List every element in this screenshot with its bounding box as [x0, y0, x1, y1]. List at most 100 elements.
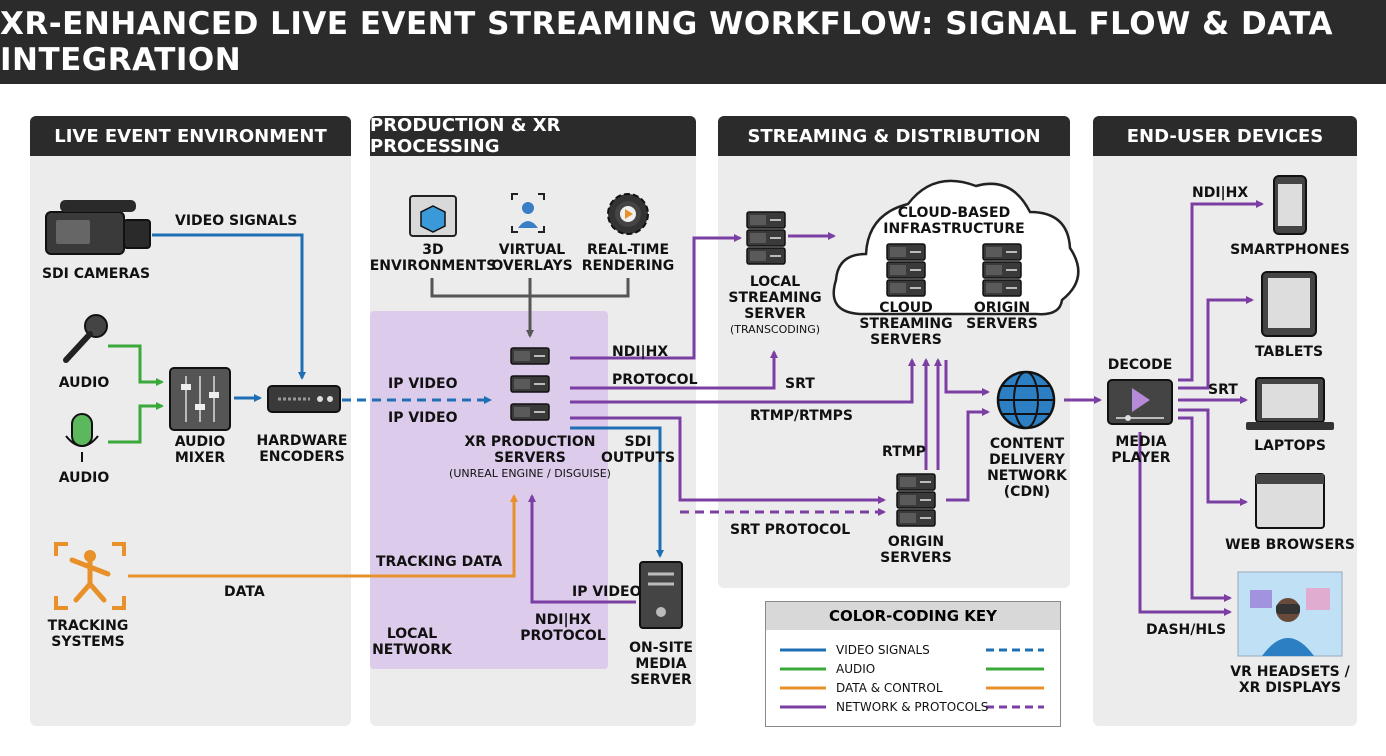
edge-label-rtmp: RTMP: [882, 444, 926, 460]
node-decode: DECODE: [1107, 357, 1173, 373]
smartphone-icon: [1273, 175, 1307, 235]
legend-item-data: DATA & CONTROL: [766, 680, 1060, 698]
legend-item-video: VIDEO SIGNALS: [766, 642, 1060, 660]
legend: COLOR-CODING KEY VIDEO SIGNALS AUDIO DAT…: [765, 601, 1061, 727]
tracking-icon: [54, 542, 126, 610]
node-web-browsers: WEB BROWSERS: [1225, 537, 1355, 553]
edge-xr-origin: [570, 416, 886, 504]
node-smartphones: SMARTPHONES: [1230, 242, 1350, 258]
edge-label-srt-protocol: SRT PROTOCOL: [730, 522, 851, 538]
edge-player-tablets: [1178, 296, 1254, 390]
edge-label-data: DATA: [224, 584, 265, 600]
globe-icon: [996, 370, 1056, 430]
vr-headset-icon: [1237, 571, 1343, 657]
tablet-icon: [1261, 271, 1317, 337]
panel-production-title: PRODUCTION & XR PROCESSING: [370, 116, 696, 157]
laptop-icon: [1246, 377, 1334, 430]
local-streaming-server-icon: [746, 211, 786, 265]
node-audio-2: AUDIO: [58, 470, 110, 486]
edge-onsite-xr: [528, 494, 636, 604]
edge-player-vr-2: [1138, 432, 1232, 616]
cloud-origin-servers-icon: [982, 243, 1022, 297]
edge-render-inputs: [430, 278, 630, 336]
page-title: XR-ENHANCED LIVE EVENT STREAMING WORKFLO…: [0, 0, 1386, 84]
person-frame-icon: [511, 193, 545, 233]
node-laptops: LAPTOPS: [1254, 438, 1326, 454]
gear-icon: [607, 193, 649, 235]
xr-server-icon: [510, 347, 550, 421]
camera-icon: [45, 200, 151, 255]
browser-window-icon: [1255, 473, 1325, 529]
edge-label-rtmp-rtmps: RTMP/RTMPS: [750, 408, 853, 424]
origin-servers-icon: [896, 473, 936, 527]
microphone-icon: [63, 314, 108, 363]
node-vr-headsets: VR HEADSETS /XR DISPLAYS: [1230, 664, 1350, 696]
edge-label-srt: SRT: [785, 376, 815, 392]
edge-label-ip-video-2: IP VIDEO: [388, 410, 458, 426]
panel-streaming-title: STREAMING & DISTRIBUTION: [718, 116, 1070, 156]
podcast-mic-icon: [65, 413, 99, 462]
edge-tracking-data: [128, 494, 518, 578]
edge-srt: [570, 350, 778, 390]
edge-player-browsers: [1178, 408, 1248, 506]
edge-label-ip-video-3: IP VIDEO: [572, 584, 642, 600]
edge-audio-1: [108, 344, 164, 386]
node-sdi-cameras: SDI CAMERAS: [41, 266, 151, 282]
legend-label-video: VIDEO SIGNALS: [836, 643, 930, 657]
edge-origin-cdn: [946, 408, 990, 502]
panel-live-event-title: LIVE EVENT ENVIRONMENT: [30, 116, 351, 156]
edge-ndi-hx: [570, 234, 742, 360]
cloud-streaming-servers-icon: [886, 243, 926, 297]
edge-rtmp-rtmps: [570, 358, 916, 404]
edge-label-srt-devices: SRT: [1208, 382, 1238, 398]
legend-label-data: DATA & CONTROL: [836, 681, 943, 695]
mixer-icon: [169, 367, 231, 431]
media-server-icon: [639, 561, 683, 629]
edge-label-dash-hls: DASH/HLS: [1146, 622, 1227, 638]
node-audio-1: AUDIO: [58, 375, 110, 391]
node-tablets: TABLETS: [1254, 344, 1324, 360]
edge-label-ip-video-1: IP VIDEO: [388, 376, 458, 392]
edge-player-smartphones: [1178, 200, 1264, 382]
legend-item-audio: AUDIO: [766, 661, 1060, 679]
cloud-icon: [832, 179, 1080, 316]
edge-label-video-signals: VIDEO SIGNALS: [175, 213, 298, 229]
panel-end-user-title: END-USER DEVICES: [1093, 116, 1357, 156]
legend-item-network: NETWORK & PROTOCOLS: [766, 699, 1060, 717]
edge-cloud-cdn: [944, 360, 990, 396]
edge-video-signals: [152, 233, 306, 380]
local-network-zone: [370, 311, 608, 669]
connections: [108, 200, 1264, 616]
media-player-icon: [1107, 379, 1173, 425]
edge-label-ndi-hx-devices: NDI|HX: [1192, 185, 1249, 201]
edge-audio-2: [108, 402, 164, 444]
legend-label-network: NETWORK & PROTOCOLS: [836, 700, 989, 714]
encoder-icon: [267, 385, 341, 413]
cube-icon: [409, 195, 457, 237]
legend-label-audio: AUDIO: [836, 662, 876, 676]
edge-label-tracking-data: TRACKING DATA: [376, 554, 503, 570]
edge-sdi-outputs: [570, 426, 664, 558]
legend-title: COLOR-CODING KEY: [766, 602, 1060, 630]
edge-player-vr-1: [1178, 416, 1232, 602]
